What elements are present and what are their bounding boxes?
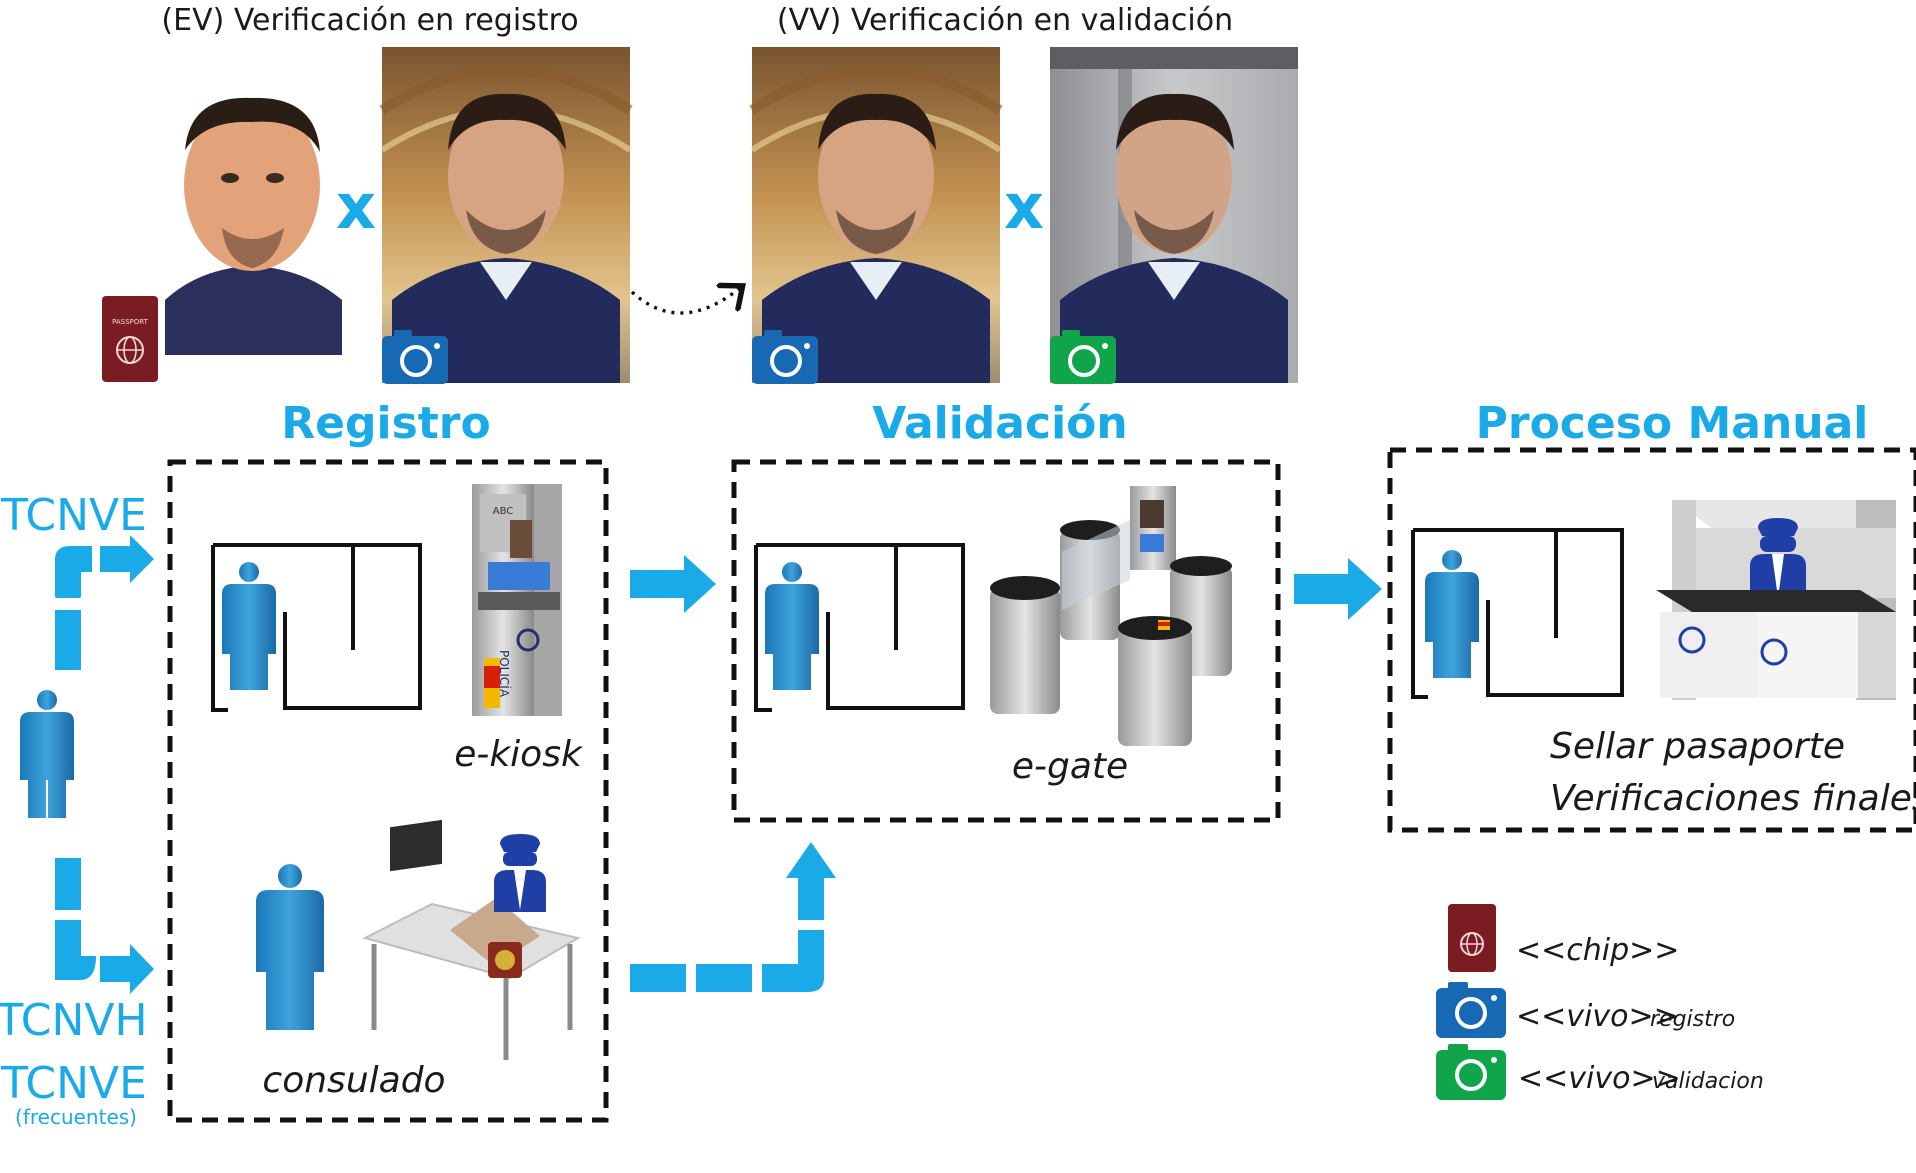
- traveler-person-icon: [20, 690, 74, 818]
- manual-line2: Verificaciones finales: [1550, 778, 1916, 819]
- consulado-label: consulado: [262, 1060, 445, 1101]
- legend-chip-label: <<chip>>: [1516, 933, 1679, 968]
- multiply-symbol-vv: x: [1004, 170, 1044, 243]
- manual-line1: Sellar pasaporte: [1550, 726, 1845, 767]
- traveler-path-up: [55, 535, 154, 670]
- legend-vivo-registro-sub: registro: [1650, 1007, 1735, 1032]
- stored-photo-validation: [749, 47, 1003, 383]
- legend-vivo-validacion-main: <<vivo>>: [1518, 1061, 1681, 1096]
- camera-green-icon: [1050, 330, 1116, 384]
- vv-title: (VV) Verificación en validación: [777, 3, 1233, 38]
- registro-box: [167, 459, 609, 1123]
- camera-blue-icon: [752, 330, 818, 384]
- legend-camera-blue-icon: [1436, 982, 1506, 1038]
- police-booth: [1656, 500, 1896, 700]
- legend-passport-icon: [1448, 904, 1496, 972]
- legend: <<chip>> <<vivo>> registro <<vivo>> vali…: [1436, 904, 1764, 1100]
- passport-icon: PASSPORT: [102, 296, 158, 382]
- multiply-symbol-ev: x: [336, 170, 376, 243]
- stage-validacion-title: Validación: [872, 398, 1127, 449]
- camera-blue-icon: [382, 330, 448, 384]
- stage-manual-title: Proceso Manual: [1476, 398, 1869, 449]
- dotted-transfer-arrow: [630, 288, 740, 315]
- validacion-box: [731, 459, 1281, 823]
- tcnve-frequent-label: TCNVE: [0, 1058, 147, 1109]
- legend-camera-green-icon: [1436, 1044, 1506, 1100]
- kiosk-sign: ABC: [493, 506, 514, 517]
- ev-title: (EV) Verificación en registro: [161, 3, 578, 38]
- queue-lanes-gate: [754, 543, 965, 712]
- tcnvh-label: TCNVH: [0, 995, 148, 1046]
- person-icon: [1425, 550, 1479, 678]
- e-kiosk-device: ABC POLICÍA: [472, 484, 562, 716]
- person-icon: [256, 864, 324, 1030]
- legend-vivo-validacion-sub: validacion: [1652, 1069, 1764, 1094]
- arrow-consulado-to-validacion: [630, 842, 836, 992]
- consulado-desk: [362, 819, 581, 1060]
- person-icon: [765, 562, 819, 690]
- tcnve-label: TCNVE: [0, 490, 147, 541]
- passport-photo: [160, 95, 342, 355]
- manual-box: [1387, 447, 1916, 833]
- e-gate-device: [990, 486, 1232, 746]
- queue-lanes-manual: [1411, 528, 1624, 699]
- person-icon: [222, 562, 276, 690]
- traveler-path-down: [55, 858, 154, 994]
- arrow-registro-to-validacion: [630, 555, 716, 613]
- kiosk-police-text: POLICÍA: [497, 650, 512, 698]
- e-gate-label: e-gate: [1012, 746, 1128, 787]
- arrow-validacion-to-manual: [1294, 558, 1382, 620]
- queue-lanes-kiosk: [211, 543, 422, 712]
- frequent-note: (frecuentes): [15, 1105, 137, 1129]
- live-photo-registration: [379, 47, 633, 383]
- officer-icon: [494, 834, 546, 912]
- e-kiosk-label: e-kiosk: [454, 734, 584, 775]
- live-photo-validation: [1050, 47, 1298, 383]
- stage-registro-title: Registro: [281, 398, 490, 449]
- legend-vivo-registro-main: <<vivo>>: [1516, 999, 1679, 1034]
- passport-icon-label: PASSPORT: [112, 318, 149, 326]
